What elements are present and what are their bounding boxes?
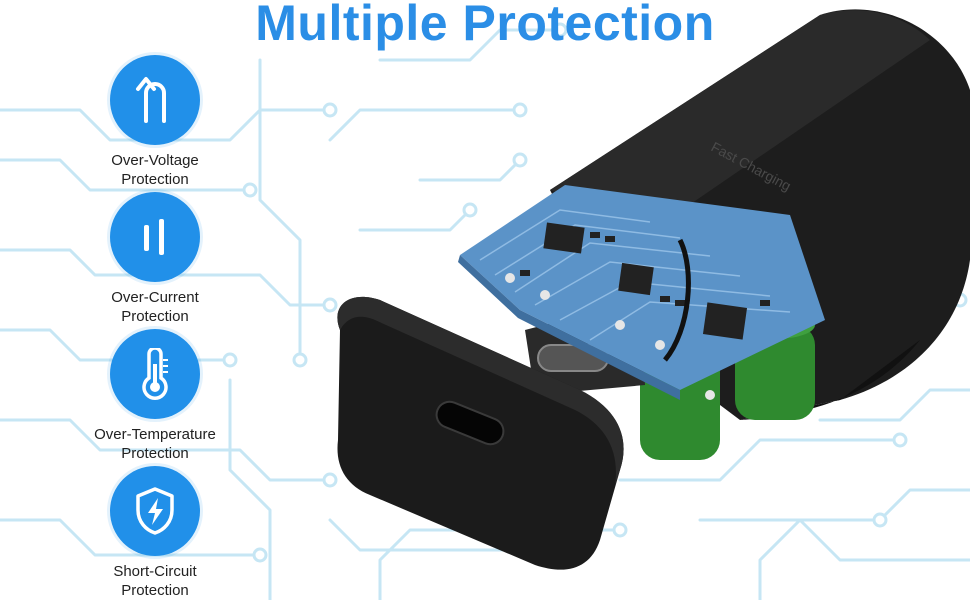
thermometer-icon xyxy=(110,329,200,419)
feature-over-current: Over-Current Protection xyxy=(60,192,250,326)
feature-over-temperature: Over-Temperature Protection xyxy=(60,329,250,463)
feature-title: Over-Temperature xyxy=(94,426,216,443)
feature-title: Over-Voltage xyxy=(111,152,199,169)
feature-over-voltage: Over-Voltage Protection xyxy=(60,55,250,189)
end-cap xyxy=(337,296,624,570)
feature-subtitle: Protection xyxy=(121,582,189,599)
current-bars-icon xyxy=(110,192,200,282)
feature-subtitle: Protection xyxy=(121,445,189,462)
page-title: Multiple Protection xyxy=(255,0,715,51)
feature-short-circuit: Short-Circuit Protection xyxy=(60,466,250,600)
feature-subtitle: Protection xyxy=(121,171,189,188)
charger-illustration: Fast Charging xyxy=(337,9,970,570)
feature-title: Over-Current xyxy=(111,289,199,306)
feature-title: Short-Circuit xyxy=(113,563,197,580)
voltage-arrow-icon xyxy=(110,55,200,145)
shield-bolt-icon xyxy=(110,466,200,556)
feature-subtitle: Protection xyxy=(121,308,189,325)
circuit-board xyxy=(458,185,825,400)
